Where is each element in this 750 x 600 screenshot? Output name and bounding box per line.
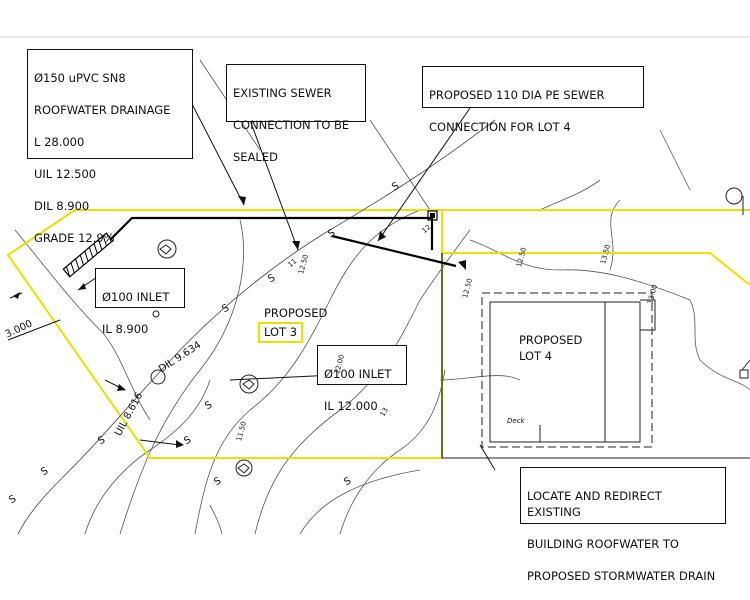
roofwater-note-line-5: DIL 8.900 <box>34 199 90 213</box>
lot-4-label: LOT 4 <box>519 349 553 363</box>
proposed-sewer-line-1: PROPOSED 110 DIA PE SEWER <box>429 88 605 102</box>
lot-3-label: LOT 3 <box>258 322 304 343</box>
existing-sewer-line-1: EXISTING SEWER <box>233 86 332 100</box>
existing-sewer-note: EXISTING SEWER CONNECTION TO BE SEALED <box>226 64 366 164</box>
proposed-sewer-note: PROPOSED 110 DIA PE SEWER CONNECTION FOR… <box>422 66 644 134</box>
trees <box>150 187 743 477</box>
deck-label: Deck <box>507 417 525 425</box>
leader-arrowheads <box>13 196 466 448</box>
inlet-a-line-1: Ø100 INLET <box>102 290 170 304</box>
redirect-line-2: BUILDING ROOFWATER TO <box>527 537 679 551</box>
lot-3-label-proposed: PROPOSED <box>264 306 328 320</box>
proposed-sewer-line-2: CONNECTION FOR LOT 4 <box>429 120 571 134</box>
roofwater-note-line-3: L 28.000 <box>34 135 85 149</box>
roofwater-drain <box>109 210 457 268</box>
lot-4-boundary <box>442 252 750 286</box>
building-footprint <box>481 292 653 448</box>
roofwater-note-line-6: GRADE 12.9% <box>34 231 115 245</box>
inlet-b-note: Ø100 INLET IL 12.000 <box>317 345 407 413</box>
redirect-line-3: PROPOSED STORMWATER DRAIN <box>527 569 716 583</box>
inlet-a-note: Ø100 INLET IL 8.900 <box>95 268 185 336</box>
roofwater-drainage-note: Ø150 uPVC SN8 ROOFWATER DRAINAGE L 28.00… <box>27 49 193 245</box>
inlet-b-line-2: IL 12.000 <box>324 399 378 413</box>
roofwater-note-line-4: UIL 12.500 <box>34 167 97 181</box>
existing-sewer-line-3: SEALED <box>233 150 278 164</box>
leader-lines <box>7 99 496 471</box>
redirect-line-1: LOCATE AND REDIRECT EXISTING <box>527 489 662 519</box>
lot-4-linework <box>441 196 750 459</box>
lot-4-label-proposed: PROPOSED <box>519 333 583 347</box>
roofwater-note-line-2: ROOFWATER DRAINAGE <box>34 103 171 117</box>
existing-sewer-line <box>17 119 496 534</box>
inlet-b-line-1: Ø100 INLET <box>324 367 392 381</box>
redirect-roofwater-note: LOCATE AND REDIRECT EXISTING BUILDING RO… <box>520 467 726 583</box>
inlet-a-line-2: IL 8.900 <box>102 322 149 336</box>
inlet-pipe <box>62 232 114 278</box>
existing-sewer-line-2: CONNECTION TO BE <box>233 118 350 132</box>
roofwater-note-line-1: Ø150 uPVC SN8 <box>34 71 126 85</box>
